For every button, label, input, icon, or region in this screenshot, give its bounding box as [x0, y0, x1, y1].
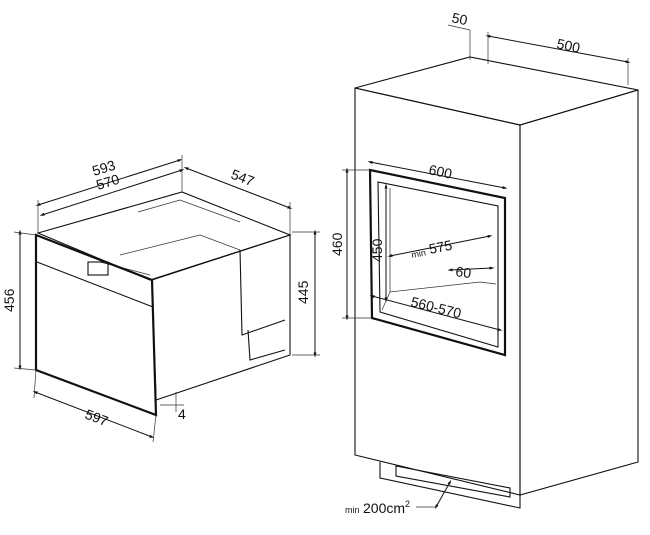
- label-597: 597: [83, 406, 111, 429]
- cabinet-vent-opening: [395, 465, 511, 498]
- dim-500-line: [485, 34, 631, 64]
- oven-side-body: [151, 234, 291, 401]
- label-600: 600: [427, 161, 453, 182]
- dim-547-line: [183, 167, 293, 209]
- label-547: 547: [229, 166, 257, 189]
- vent-pointer: [434, 479, 452, 510]
- cabinet-top: [354, 56, 639, 126]
- label-450: 450: [369, 238, 385, 262]
- dim-60-line: [447, 266, 495, 272]
- label-560-570: 560-570: [409, 293, 463, 321]
- label-456: 456: [1, 288, 17, 312]
- label-vent-min-prefix: min: [345, 505, 360, 515]
- label-575: 575: [428, 237, 454, 257]
- oven-drawing: [34, 191, 292, 417]
- label-60: 60: [455, 263, 473, 281]
- label-460: 460: [329, 232, 345, 256]
- dim-597-line: [32, 391, 155, 438]
- dim-570-line: [39, 169, 185, 216]
- label-50: 50: [450, 9, 469, 28]
- cabinet-side: [519, 89, 639, 496]
- oven-top-surface: [36, 191, 292, 281]
- label-500: 500: [555, 35, 581, 56]
- dim-575-line: [387, 235, 493, 257]
- dim-600-line: [367, 160, 508, 190]
- label-min-prefix: min: [410, 247, 426, 260]
- label-vent-area: 200cm2: [363, 499, 410, 516]
- label-445: 445: [295, 280, 311, 304]
- cabinet-drawing: [354, 56, 639, 509]
- label-593: 593: [90, 157, 117, 179]
- dim-560-570-line: [369, 295, 503, 331]
- label-570: 570: [94, 171, 121, 193]
- oven-display: [87, 261, 109, 276]
- label-4: 4: [178, 406, 186, 422]
